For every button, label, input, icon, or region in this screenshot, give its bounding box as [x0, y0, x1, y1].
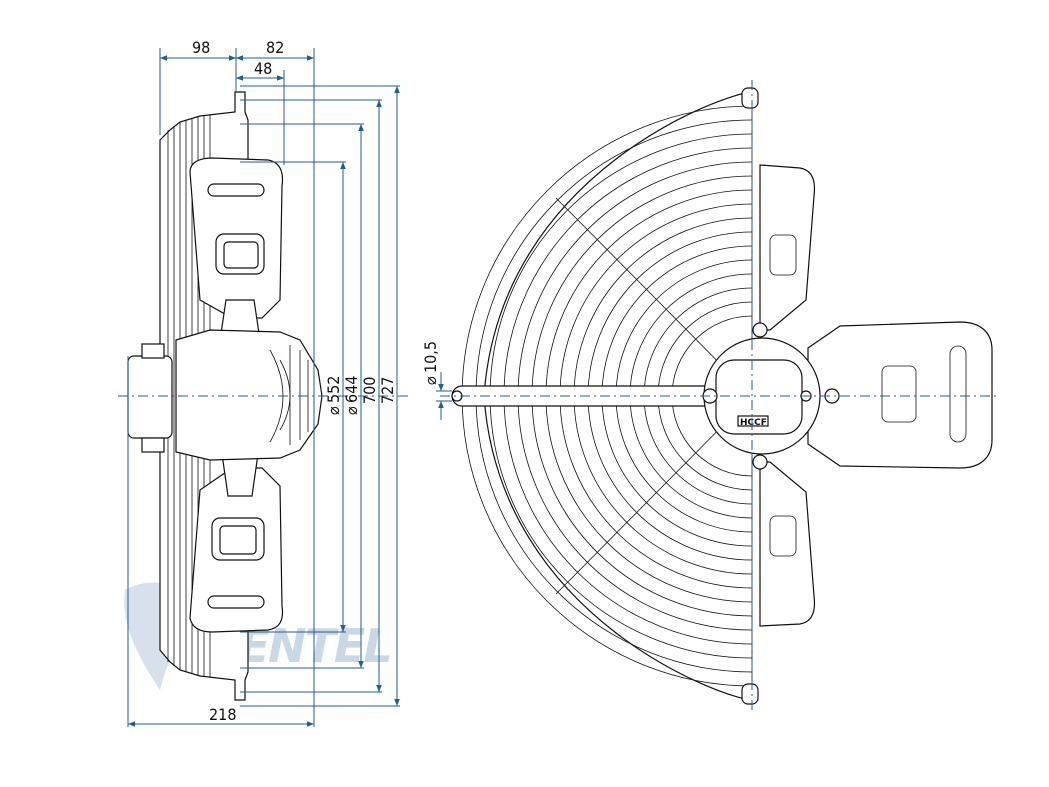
dim-552: 552 [324, 376, 343, 403]
dim-82: 82 [266, 38, 284, 57]
dim-644: 644 [342, 376, 361, 403]
dim-552-group: ⌀ 552 [324, 376, 343, 415]
dim-727: 727 [378, 377, 397, 404]
dim-hole-group: ⌀ 10,5 [421, 341, 440, 385]
dim-48: 48 [254, 59, 272, 78]
dim-218: 218 [209, 705, 236, 724]
dim-644-group: ⌀ 644 [342, 376, 361, 415]
diameter-symbol-hole: ⌀ [421, 376, 440, 385]
dim-hole: 10,5 [421, 341, 440, 373]
diameter-symbol-644: ⌀ [342, 406, 361, 415]
side-dimensions [127, 48, 400, 727]
fan-side-view [118, 91, 410, 701]
dim-98: 98 [192, 38, 210, 57]
fan-front-view: HCCF [440, 80, 1000, 712]
dim-700: 700 [360, 377, 379, 404]
diameter-symbol-552: ⌀ [324, 406, 343, 415]
brand-plate: HCCF [740, 418, 767, 428]
hole-dimension [436, 372, 452, 420]
